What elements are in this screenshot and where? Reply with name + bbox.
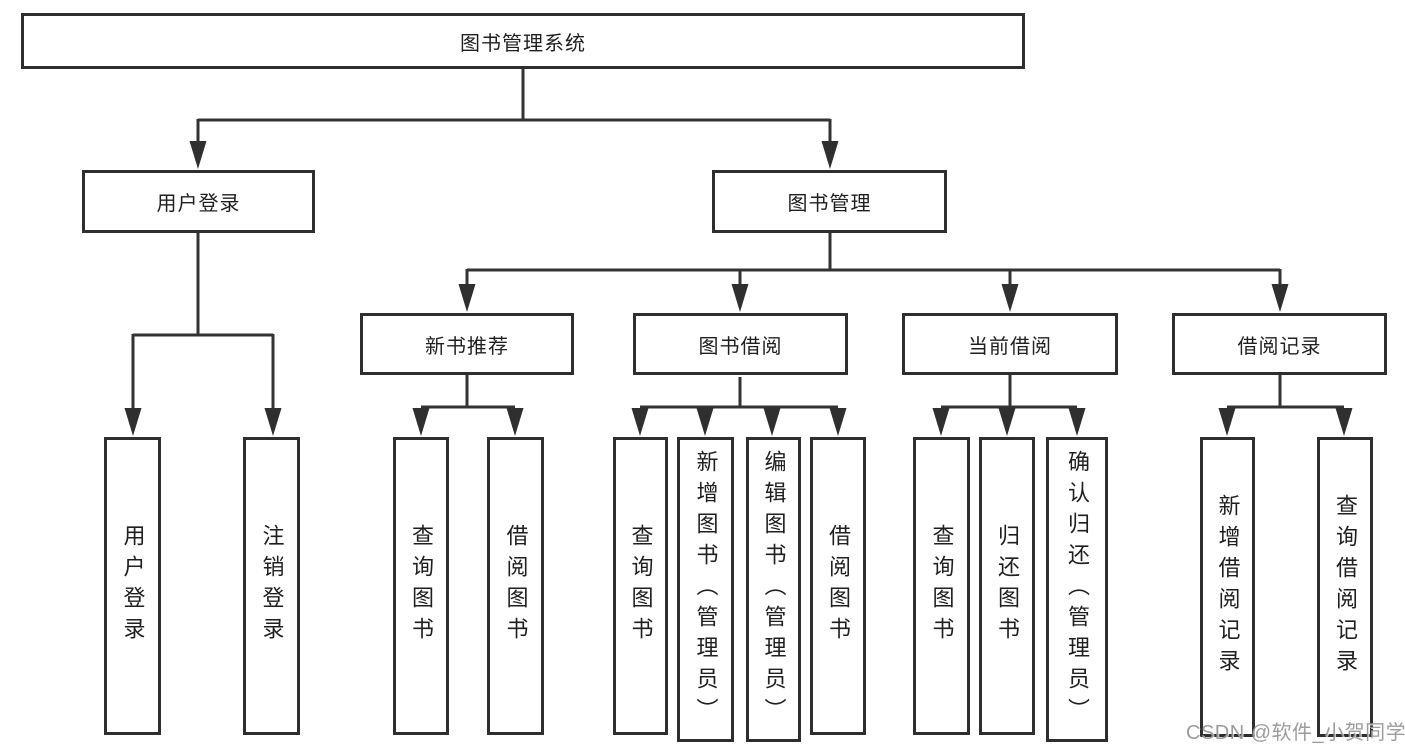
arrowhead [731, 284, 749, 312]
leaf-label: 借阅图书 [826, 524, 851, 648]
leaf-label: 新增图书（管理员） [693, 450, 719, 729]
node-book-management: 图书管理 [712, 170, 947, 233]
edge-root-split [196, 69, 832, 144]
node-current-borrowing: 当前借阅 [902, 313, 1118, 375]
node-label: 当前借阅 [968, 335, 1052, 358]
arrowhead [1068, 408, 1086, 436]
leaf-query-borrow-record: 查询借阅记录 [1317, 437, 1373, 737]
leaf-edit-book-admin: 编辑图书（管理员） [746, 437, 801, 742]
arrowhead [631, 408, 649, 436]
arrowhead [821, 141, 839, 169]
leaf-label: 查询图书 [628, 524, 654, 648]
edge-newbook-split [421, 375, 515, 409]
node-user-login: 用户登录 [82, 170, 315, 233]
arrowhead [412, 408, 430, 436]
node-book-borrowing: 图书借阅 [633, 313, 848, 375]
arrowhead [124, 408, 142, 436]
arrowhead [264, 408, 282, 436]
leaf-label: 查询图书 [409, 524, 434, 648]
leaf-label: 注销登录 [259, 524, 285, 648]
leaf-label: 确认归还（管理员） [1065, 450, 1090, 729]
leaf-add-borrow-record: 新增借阅记录 [1200, 437, 1255, 737]
csdn-watermark: CSDN @软件_小贺同学 [1186, 722, 1405, 744]
leaf-label: 用户登录 [120, 524, 146, 648]
leaf-borrow-books-recommend: 借阅图书 [487, 437, 544, 735]
edge-bookborrow-split [640, 377, 838, 409]
leaf-query-books-borrowing: 查询图书 [613, 437, 668, 735]
leaf-query-books-recommend: 查询图书 [393, 437, 449, 735]
leaf-query-books-current: 查询图书 [913, 437, 970, 735]
arrowhead [1271, 284, 1289, 312]
leaf-label: 查询图书 [929, 524, 955, 648]
arrowhead [1335, 408, 1353, 436]
edge-currentborrow-split [941, 375, 1077, 409]
node-label: 图书管理系统 [460, 32, 586, 55]
arrowhead [1218, 408, 1236, 436]
leaf-label: 编辑图书（管理员） [761, 450, 787, 729]
arrowheads [124, 141, 1353, 436]
leaf-label: 借阅图书 [503, 524, 529, 648]
arrowhead [829, 408, 847, 436]
edge-bookmgmt-split [465, 233, 1282, 286]
leaf-label: 查询借阅记录 [1333, 494, 1358, 680]
leaf-confirm-return-admin: 确认归还（管理员） [1046, 437, 1108, 742]
node-label: 新书推荐 [425, 335, 509, 358]
leaf-return-books: 归还图书 [979, 437, 1035, 735]
leaf-logout: 注销登录 [243, 437, 300, 735]
leaf-label: 新增借阅记录 [1215, 494, 1241, 680]
node-borrowing-records: 借阅记录 [1172, 313, 1387, 375]
arrowhead [932, 408, 950, 436]
node-library-system: 图书管理系统 [21, 13, 1025, 69]
leaf-user-login: 用户登录 [104, 437, 161, 735]
arrowhead [1001, 284, 1019, 312]
arrowhead [458, 284, 476, 312]
node-label: 图书管理 [787, 193, 872, 215]
leaf-label: 归还图书 [995, 524, 1020, 648]
arrowhead [998, 408, 1016, 436]
arrowhead [506, 408, 524, 436]
leaf-add-book-admin: 新增图书（管理员） [677, 437, 734, 742]
node-label: 用户登录 [156, 193, 241, 215]
node-label: 图书借阅 [698, 335, 783, 358]
arrowhead [189, 141, 207, 169]
leaf-borrow-books-borrowing: 借阅图书 [810, 437, 866, 735]
arrowhead [763, 408, 781, 436]
edge-records-split [1227, 375, 1344, 409]
node-label: 借阅记录 [1237, 335, 1322, 358]
node-new-book-recommend: 新书推荐 [360, 313, 574, 375]
arrowhead [696, 408, 714, 436]
edge-userlogin-split [131, 233, 275, 410]
